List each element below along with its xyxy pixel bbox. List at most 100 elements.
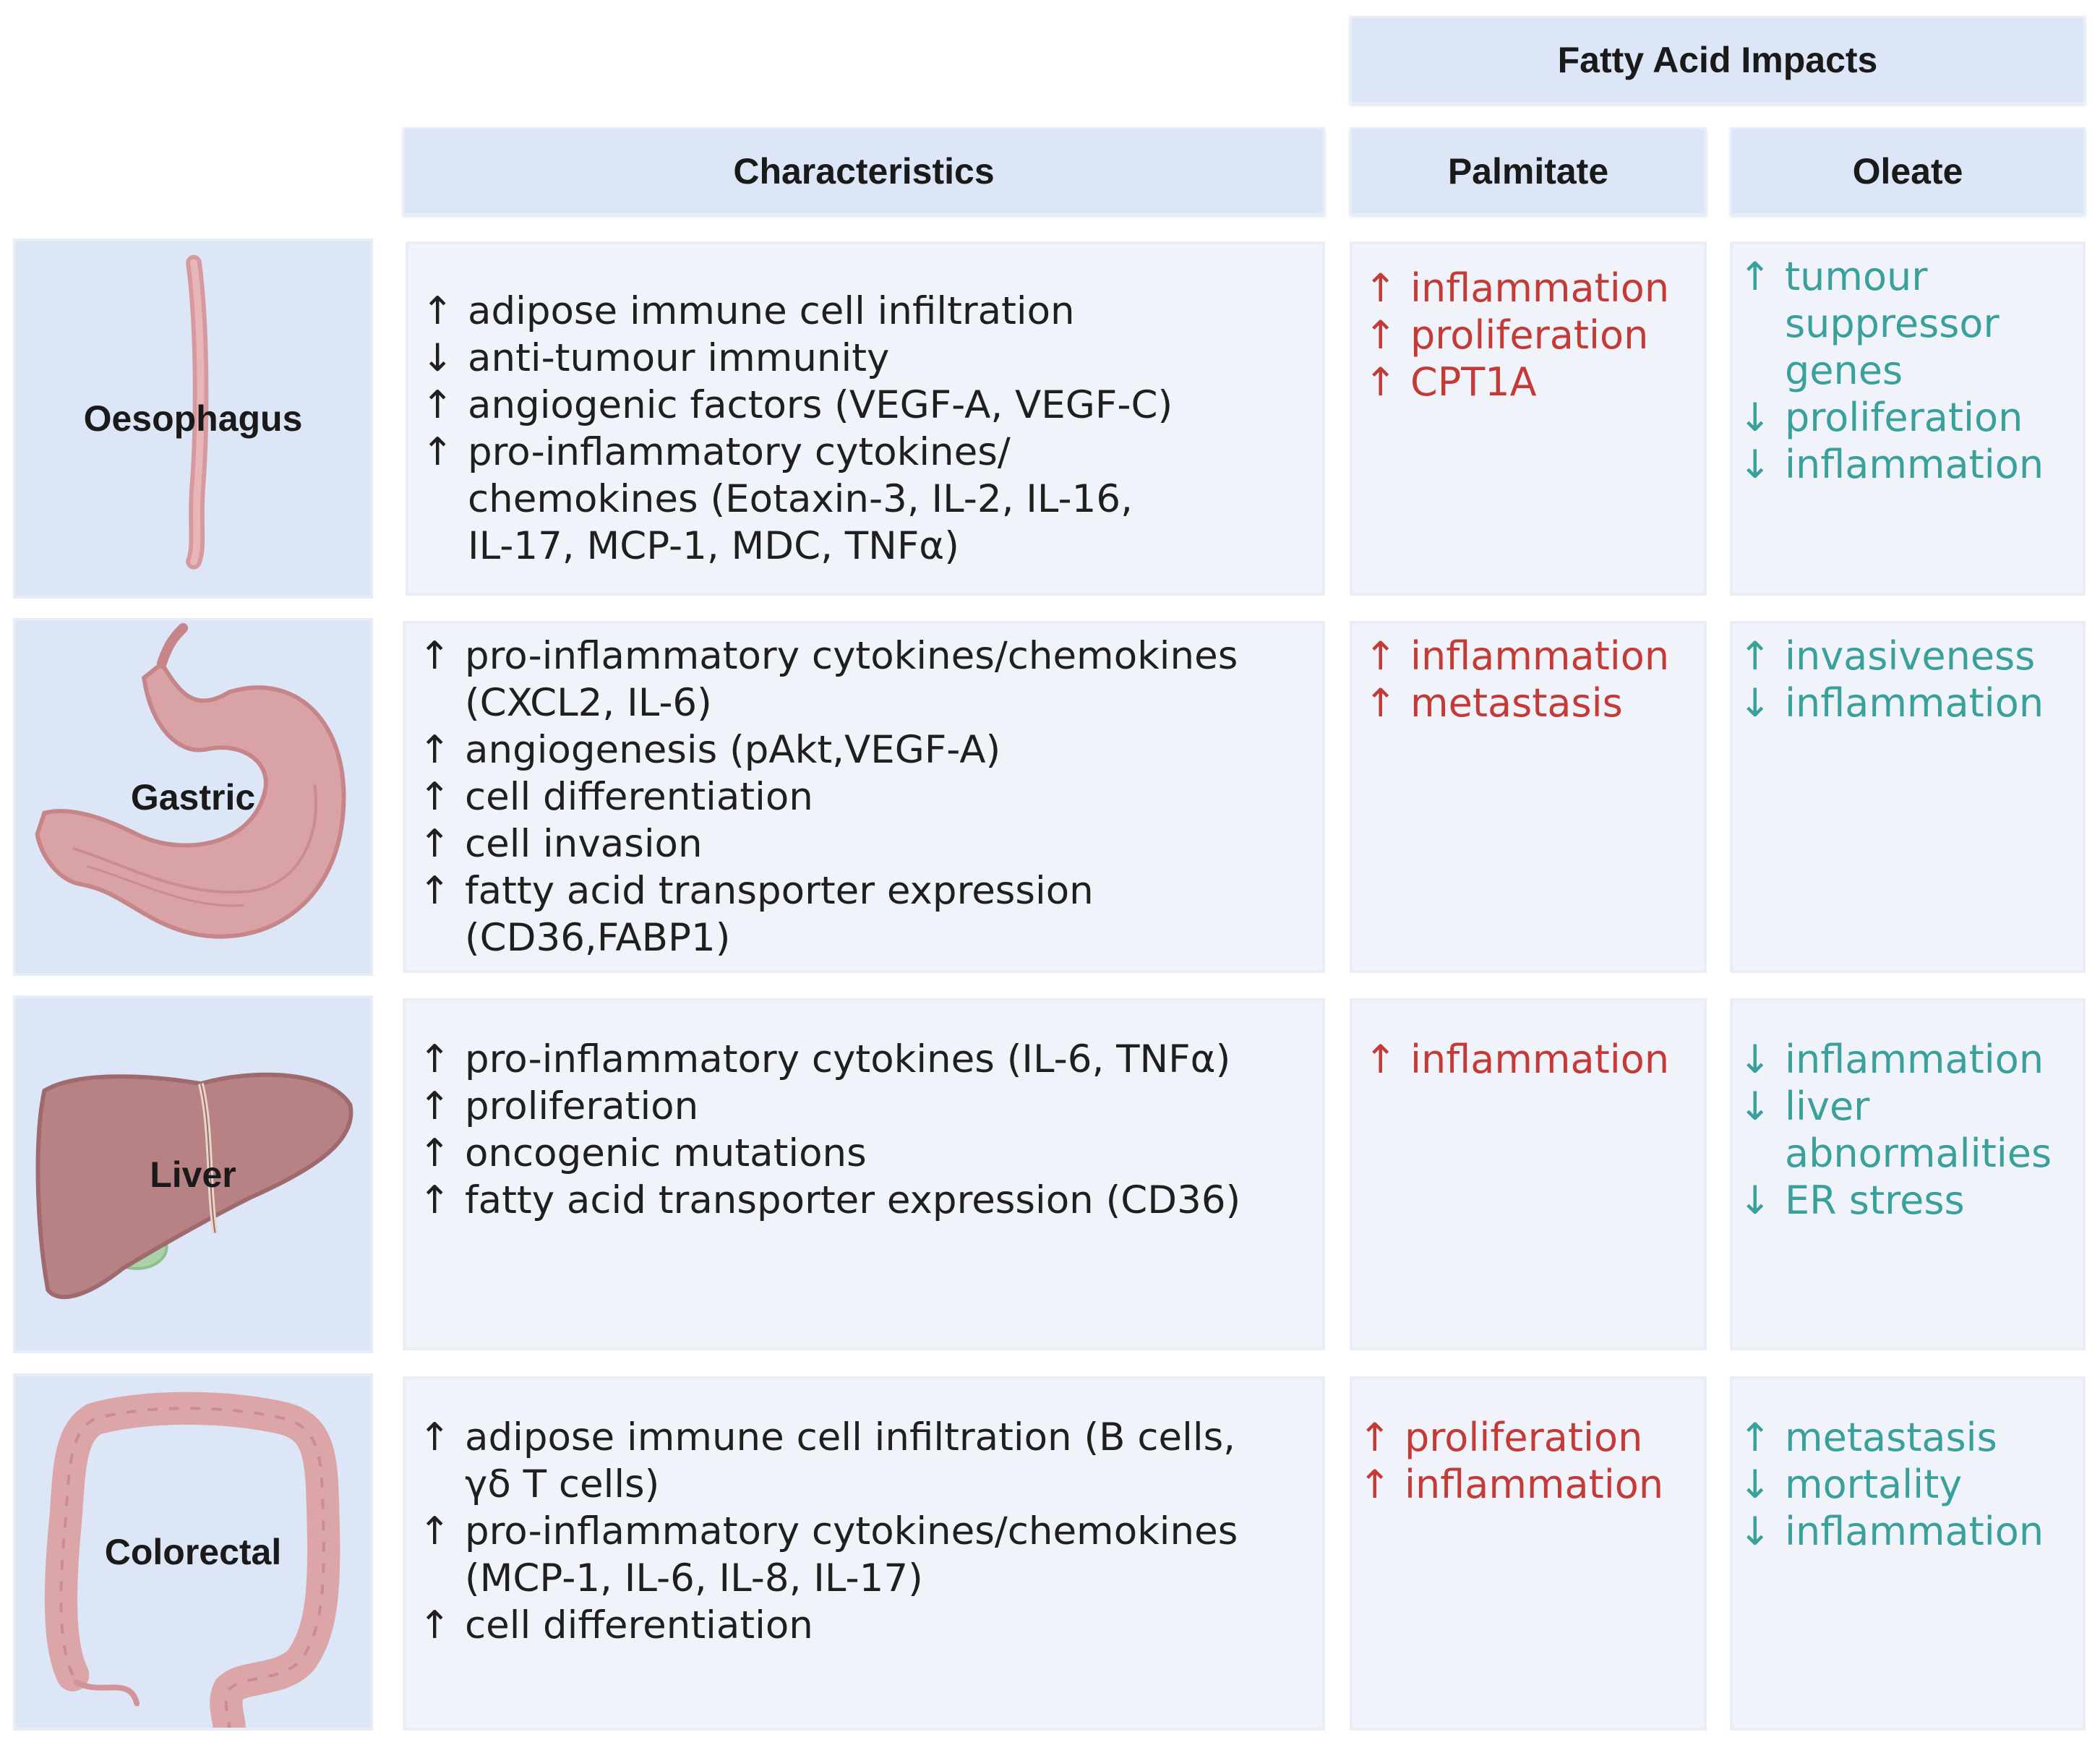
list-item: ↓inflammation <box>1739 441 2083 488</box>
list-item: ↓ER stress <box>1739 1177 2083 1224</box>
up-arrow-icon: ↑ <box>419 634 451 678</box>
up-arrow-icon: ↑ <box>419 775 451 819</box>
up-arrow-icon: ↑ <box>419 822 451 866</box>
item-text: inflammation <box>1785 1037 2044 1082</box>
palmitate-cell-colorectal: ↑proliferation↑inflammation <box>1350 1376 1707 1731</box>
down-arrow-icon: ↓ <box>1739 680 1772 726</box>
down-arrow-icon: ↓ <box>1739 1462 1772 1507</box>
item-text: fatty acid transporter expression <box>465 869 1094 913</box>
item-text: fatty acid transporter expression (CD36) <box>465 1178 1241 1222</box>
colon-illustration <box>44 1392 340 1728</box>
item-text: proliferation <box>1405 1415 1643 1460</box>
up-arrow-icon: ↑ <box>419 1603 451 1647</box>
list-item: ↑ cell differentiation <box>419 773 1322 820</box>
oleate-title: Oleate <box>1852 151 1963 192</box>
up-arrow-icon: ↑ <box>419 1131 451 1175</box>
fatty-acid-impacts-title: Fatty Acid Impacts <box>1557 40 1878 80</box>
item-text: mortality <box>1785 1462 1963 1507</box>
up-arrow-icon: ↑ <box>1364 359 1397 405</box>
list-item: ↑proliferation <box>1364 312 1704 359</box>
organ-label: Oesophagus <box>83 398 303 439</box>
up-arrow-icon: ↑ <box>1358 1462 1392 1507</box>
list-item: ↑pro-inflammatory cytokines/chemokines(C… <box>419 633 1322 726</box>
palmitate-cell-gastric: ↑ inflammation↑metastasis <box>1350 621 1707 973</box>
item-text: γδ T cells) <box>465 1462 660 1506</box>
oleate-header: Oleate <box>1730 127 2086 215</box>
item-text: ER stress <box>1785 1178 1965 1223</box>
oleate-cell-colorectal: ↑metastasis↓mortality↓inflammation <box>1730 1376 2086 1731</box>
down-arrow-icon: ↓ <box>1739 1084 1772 1129</box>
palmitate-list: ↑ inflammation↑metastasis <box>1364 633 1704 726</box>
palmitate-cell-liver: ↑inflammation <box>1350 998 1707 1350</box>
item-text: adipose immune cell infiltration (B cell… <box>465 1415 1236 1459</box>
item-text: angiogenic factors (VEGF-A, VEGF-C) <box>468 383 1173 427</box>
oleate-list: ↑invasiveness↓inflammation <box>1739 633 2083 726</box>
list-item: ↓ mortality <box>1739 1461 2083 1508</box>
list-item: ↓ inflammation <box>1739 679 2083 726</box>
item-text: metastasis <box>1410 680 1623 726</box>
up-arrow-icon: ↑ <box>419 1415 451 1459</box>
up-arrow-icon: ↑ <box>419 1509 451 1553</box>
item-text: suppressor <box>1785 301 2000 346</box>
down-arrow-icon: ↓ <box>1739 1037 1772 1082</box>
organ-panel-liver: Liver <box>13 995 373 1353</box>
item-text: cell differentiation <box>465 775 813 819</box>
organ-panel-colorectal: Colorectal <box>13 1373 373 1731</box>
list-item: ↓ anti-tumour immunity <box>421 335 1322 382</box>
item-text: genes <box>1785 348 1903 393</box>
item-text: adipose immune cell infiltration <box>468 289 1075 333</box>
item-text: inflammation <box>1410 633 1670 679</box>
item-text: abnormalities <box>1785 1131 2052 1176</box>
up-arrow-icon: ↑ <box>419 1178 451 1222</box>
characteristics-cell-gastric: ↑pro-inflammatory cytokines/chemokines(C… <box>403 621 1325 973</box>
list-item: ↓ inflammation <box>1739 1036 2083 1083</box>
list-item: ↑metastasis <box>1364 679 1704 726</box>
down-arrow-icon: ↓ <box>421 336 454 380</box>
item-text: pro-inflammatory cytokines (IL-6, TNFα) <box>465 1037 1231 1081</box>
item-text: anti-tumour immunity <box>468 336 890 380</box>
item-text: proliferation <box>1785 395 2023 440</box>
item-text: metastasis <box>1785 1415 1997 1460</box>
item-text: proliferation <box>465 1084 699 1128</box>
oleate-list: ↑metastasis↓mortality↓inflammation <box>1739 1414 2083 1555</box>
list-item: ↑ pro-inflammatory cytokines (IL-6, TNFα) <box>419 1036 1322 1083</box>
item-text: inflammation <box>1785 680 2044 726</box>
organ-panel-oesophagus: Oesophagus <box>13 239 373 599</box>
item-text: (CD36,FABP1) <box>465 916 731 960</box>
palmitate-header: Palmitate <box>1350 127 1707 215</box>
up-arrow-icon: ↑ <box>1364 633 1397 679</box>
characteristics-list: ↑ pro-inflammatory cytokines (IL-6, TNFα)… <box>419 1036 1322 1224</box>
characteristics-header: Characteristics <box>403 127 1325 215</box>
characteristics-cell-liver: ↑ pro-inflammatory cytokines (IL-6, TNFα)… <box>403 998 1325 1350</box>
list-item: ↓inflammation <box>1739 1508 2083 1555</box>
list-item: ↑angiogenesis (pAkt,VEGF-A) <box>419 726 1322 773</box>
item-text: liver <box>1785 1084 1870 1129</box>
item-text: pro-inflammatory cytokines/chemokines <box>465 1509 1238 1553</box>
list-item: ↑ inflammation <box>1364 633 1704 679</box>
palmitate-list: ↑inflammation <box>1364 1036 1704 1083</box>
item-text: cell differentiation <box>465 1603 813 1647</box>
palmitate-cell-oesophagus: ↑inflammation↑proliferation↑CPT1A <box>1350 241 1707 596</box>
list-item: ↑oncogenic mutations <box>419 1130 1322 1177</box>
list-item: ↑adipose immune cell infiltration <box>421 288 1322 335</box>
up-arrow-icon: ↑ <box>419 728 451 772</box>
list-item: ↑ fatty acid transporter expression (CD36… <box>419 1177 1322 1224</box>
list-item: ↑inflammation <box>1364 265 1704 312</box>
item-text: cell invasion <box>465 822 703 866</box>
list-item: ↑proliferation <box>419 1083 1322 1130</box>
list-item: ↑angiogenic factors (VEGF-A, VEGF-C) <box>421 382 1322 429</box>
characteristics-cell-oesophagus: ↑adipose immune cell infiltration↓ anti-t… <box>406 241 1325 596</box>
item-text: chemokines (Eotaxin-3, IL-2, IL-16, <box>468 477 1133 521</box>
palmitate-title: Palmitate <box>1447 151 1609 192</box>
list-item: ↑ cell invasion <box>419 820 1322 867</box>
up-arrow-icon: ↑ <box>419 1037 451 1081</box>
item-text: tumour <box>1785 254 1928 299</box>
up-arrow-icon: ↑ <box>1364 312 1397 358</box>
organ-panel-gastric: Gastric <box>13 618 373 976</box>
list-item: ↑pro-inflammatory cytokines/chemokines(M… <box>419 1508 1322 1602</box>
